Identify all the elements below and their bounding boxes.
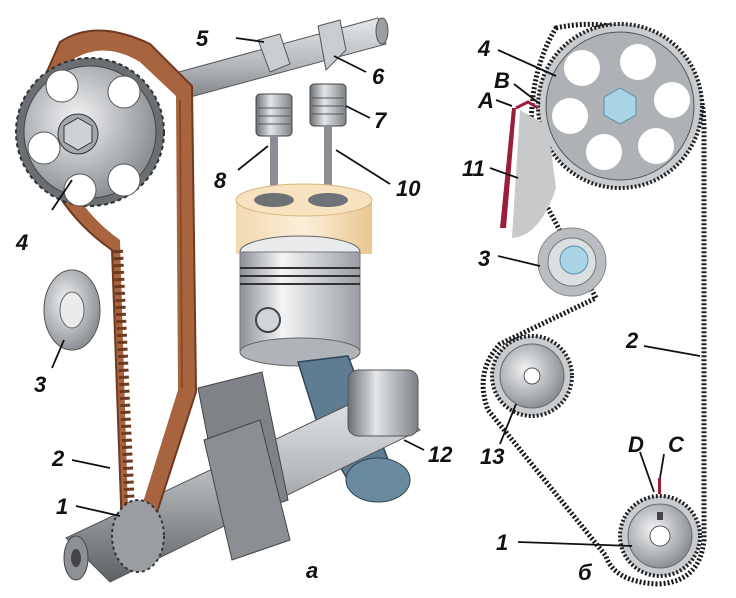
label-7-a: 7: [374, 108, 388, 133]
label-C-b: C: [668, 432, 685, 457]
panel-b-schematic: 4 B A 11 3 2 13 D C 1 б: [462, 21, 707, 587]
crankshaft-gear-b: [618, 478, 702, 578]
label-5-a: 5: [196, 26, 209, 51]
auxiliary-shaft-gear: [490, 334, 574, 418]
crankshaft-sprocket: [111, 499, 165, 573]
caption-a: а: [306, 558, 318, 583]
timing-mark-pointer: [500, 108, 516, 228]
camshaft-gear-b: [536, 22, 704, 190]
label-B-b: B: [494, 68, 510, 93]
label-1-b: 1: [496, 530, 508, 555]
label-D-b: D: [628, 432, 644, 457]
label-11-b: 11: [462, 156, 485, 181]
label-3-b: 3: [478, 246, 490, 271]
panel-a-illustration: 4 5 6 7 8 10 3 2 1 12 а: [15, 17, 453, 583]
label-1-a: 1: [56, 494, 68, 519]
label-4-b: 4: [477, 36, 490, 61]
label-3-a: 3: [34, 372, 46, 397]
label-8-a: 8: [214, 168, 227, 193]
label-2-b: 2: [625, 328, 639, 353]
label-12-a: 12: [428, 442, 453, 467]
caption-b: б: [578, 560, 593, 585]
label-13-b: 13: [480, 444, 504, 469]
cover-plate: [512, 110, 556, 238]
label-A-b: A: [477, 88, 494, 113]
camshaft-gear: [15, 57, 165, 207]
tensioner-roller-b: [537, 227, 607, 297]
label-4-a: 4: [15, 230, 28, 255]
label-2-a: 2: [51, 446, 65, 471]
label-10-a: 10: [396, 176, 421, 201]
piston: [239, 235, 361, 367]
label-6-a: 6: [372, 64, 385, 89]
tensioner-roller: [43, 269, 101, 351]
